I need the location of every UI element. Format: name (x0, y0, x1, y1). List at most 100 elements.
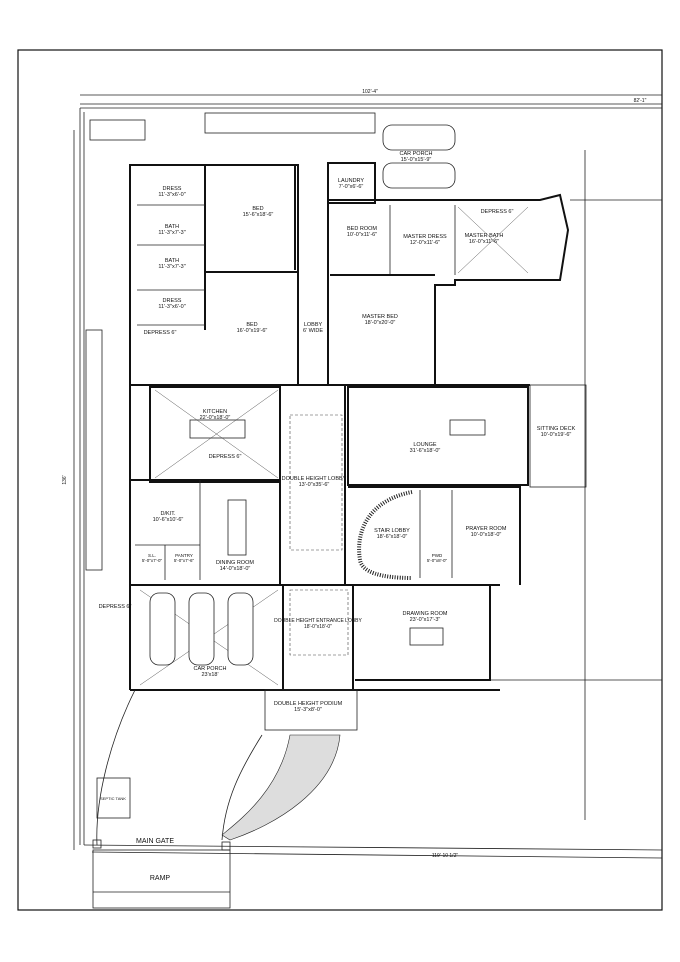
room-name: LAUNDRY (338, 178, 365, 184)
room-name: MASTER BED (362, 314, 398, 320)
sheet-border (17, 49, 663, 911)
depress-label: DEPRESS 6" (144, 330, 177, 336)
room-name: BED (252, 206, 263, 212)
plot-boundary (73, 94, 663, 859)
room-size: 22'-0"x18'-0" (200, 415, 231, 421)
room-name: STAIR LOBBY (374, 528, 410, 534)
driveway-arc (96, 689, 136, 846)
ramp (92, 849, 231, 909)
room-name: D/KIT. (161, 511, 176, 517)
septic-tank (96, 777, 131, 819)
planter-top (204, 112, 376, 134)
room-name: MASTER DRESS (403, 234, 447, 240)
room-size: 14'-0"x18'-0" (220, 566, 251, 572)
room-size: 15'-3"x8'-0" (294, 707, 322, 713)
depress-label: DEPRESS 6" (209, 454, 242, 460)
room-name: SITTING DECK (537, 426, 576, 432)
room-name: DOUBLE HEIGHT LOBBY (282, 476, 347, 482)
room-size: 16'-0"x11'-6" (469, 239, 499, 245)
double-height-void (289, 414, 343, 551)
room-name: S.L. (148, 553, 156, 558)
room-size: 11'-3"x6'-0" (158, 304, 185, 310)
room-name: BED (246, 322, 257, 328)
planter-left (85, 329, 103, 571)
paved-walkway (221, 734, 341, 841)
room-size: 13'-0"x35'-6" (299, 482, 330, 488)
room-name: DRESS (163, 298, 182, 304)
room-size: 15'-6"x18'-6" (243, 212, 274, 218)
dimension-top-width: 102'-4" (362, 89, 378, 95)
room-size: 10'-0"x11'-6" (347, 232, 377, 238)
kitchen-island (189, 419, 246, 439)
room-name: DRESS (163, 186, 182, 192)
gate-pillar-left (92, 839, 102, 849)
room-name: PWD (432, 553, 443, 558)
room-name: BED ROOM (347, 226, 377, 232)
room-name: PANTRY (175, 553, 193, 558)
room-size: 6' WIDE (303, 328, 323, 334)
room-size: 18'-0"x20'-0" (365, 320, 396, 326)
room-name: DOUBLE HEIGHT ENTRANCE LOBBY (274, 618, 362, 624)
note-box (89, 119, 146, 141)
svg-text:S.L.5'-0"x7'-0": S.L.5'-0"x7'-0" (142, 553, 163, 563)
room-name: KITCHEN (203, 409, 227, 415)
room-name: DOUBLE HEIGHT PODIUM (274, 701, 343, 707)
room-size: 10'-6"x10'-6" (153, 517, 184, 523)
room-size: 12'-0"x11'-6" (410, 240, 440, 246)
drawing-table (409, 627, 444, 646)
room-name: PRAYER ROOM (466, 526, 507, 532)
room-size: 11'-3"x7'-3" (158, 264, 185, 270)
room-name: MASTER BATH (465, 233, 504, 239)
room-name: CAR PORCH (193, 666, 226, 672)
main-gate-label: MAIN GATE (136, 838, 174, 845)
dimension-top-right: 82'-1" (634, 98, 647, 104)
dimension-left-depth: 136' (62, 475, 68, 484)
ramp-label: RAMP (150, 875, 171, 882)
room-name: DRAWING ROOM (402, 611, 447, 617)
room-size: 23'-0"x17'-3" (410, 617, 441, 623)
room-size: 31'-6"x18'-0" (410, 448, 441, 454)
room-size: 10'-0"x19'-6" (541, 432, 572, 438)
room-name: LOUNGE (413, 442, 437, 448)
room-name: CAR PORCH (399, 151, 432, 157)
room-name: BATH (165, 258, 179, 264)
septic-tank-label: SEPTIC TANK (100, 796, 126, 801)
room-size: 5'-0"x8'-0" (427, 558, 448, 563)
room-name: BATH (165, 224, 179, 230)
room-size: 15'-0"x15'-9" (401, 157, 432, 163)
dimension-bottom-width: 119'-10 1/2" (432, 853, 458, 859)
dining-table (227, 499, 247, 556)
walls (129, 162, 587, 731)
room-size: 7'-0"x6'-6" (339, 184, 364, 190)
depress-label: DEPRESS 6" (481, 209, 514, 215)
room-size: 23'x18' (201, 672, 218, 678)
svg-text:D/KIT.10'-6"x10'-6": D/KIT.10'-6"x10'-6" (153, 511, 184, 523)
room-name: LOBBY (304, 322, 323, 328)
room-name: DINING ROOM (216, 560, 254, 566)
lounge-table (449, 419, 486, 436)
room-size: 5'-0"x7'-0" (142, 558, 163, 563)
